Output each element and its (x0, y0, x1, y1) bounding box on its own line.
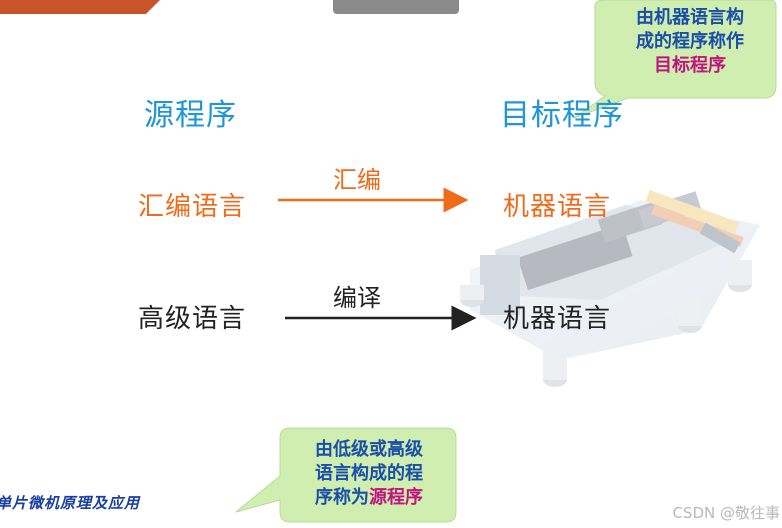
csdn-watermark: CSDN @敬往事 (672, 502, 780, 523)
machine-language-label-2: 机器语言 (503, 298, 611, 335)
callout-bottom-prefix: 序称为 (315, 487, 369, 508)
machine-language-label-1: 机器语言 (503, 186, 611, 223)
callout-top-line2: 成的程序称作 (606, 30, 774, 54)
compile-label: 编译 (333, 278, 381, 313)
callout-bottom-emphasis: 源程序 (369, 487, 423, 508)
assembly-language-label: 汇编语言 (138, 186, 246, 223)
callout-bottom-line1: 由低级或高级 (284, 438, 454, 462)
callout-bottom-line3: 序称为源程序 (284, 486, 454, 510)
high-level-language-label: 高级语言 (138, 298, 246, 335)
callout-bottom-text: 由低级或高级 语言构成的程 序称为源程序 (284, 438, 454, 510)
callout-top-emphasis: 目标程序 (606, 54, 774, 78)
course-title: 单片微机原理及应用 (0, 492, 140, 513)
target-program-heading: 目标程序 (500, 90, 624, 134)
callout-top-line1: 由机器语言构 (606, 6, 774, 30)
assemble-label: 汇编 (333, 160, 381, 195)
callout-top-text: 由机器语言构 成的程序称作 目标程序 (606, 6, 774, 78)
callout-bottom-line2: 语言构成的程 (284, 462, 454, 486)
source-program-heading: 源程序 (144, 90, 237, 134)
